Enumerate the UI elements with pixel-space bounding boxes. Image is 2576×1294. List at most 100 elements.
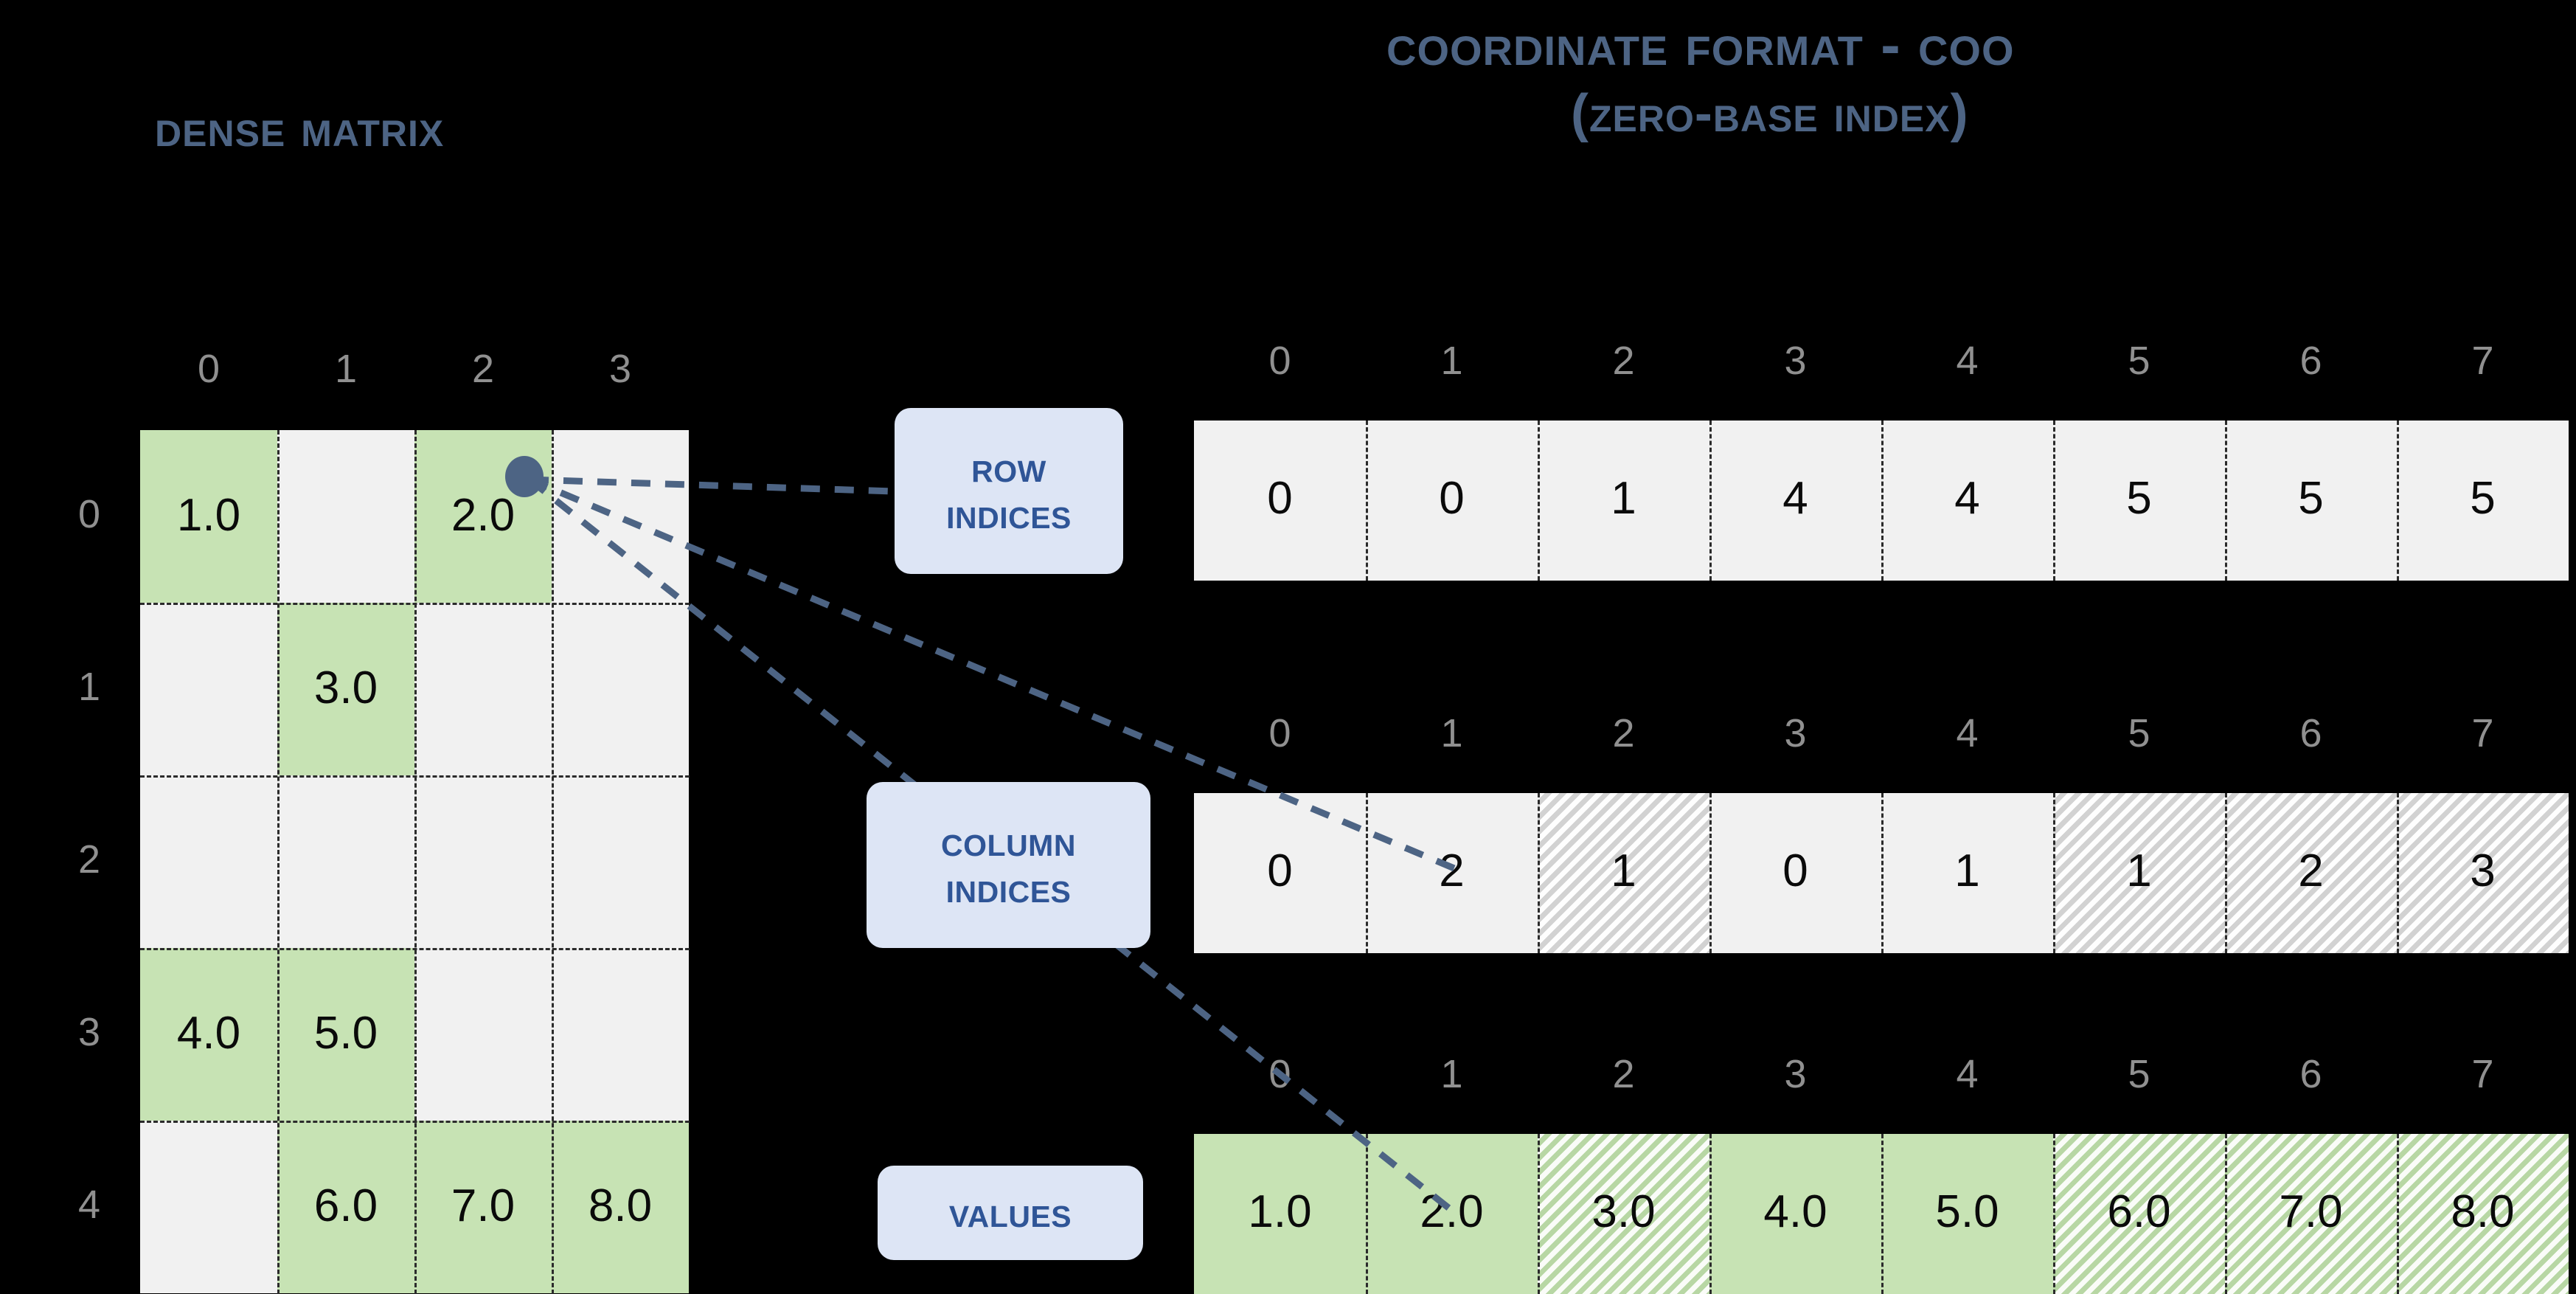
column-index-cell-7: 3 <box>2397 793 2569 953</box>
matrix-cell-r2-c3 <box>552 775 689 948</box>
column-index-cell-text: 0 <box>1782 845 1808 896</box>
column-index-header-1: 1 <box>1440 711 1463 755</box>
values-label[interactable]: Values <box>878 1166 1143 1260</box>
column-index-cell-text: 1 <box>2126 845 2152 896</box>
value-cell-text: 5.0 <box>1935 1186 1999 1237</box>
row-index-gridline-2 <box>1538 421 1540 581</box>
value-gridline-7 <box>2397 1134 2399 1294</box>
value-header-6: 6 <box>2299 1052 2322 1096</box>
value-cell-7: 8.0 <box>2397 1134 2569 1294</box>
value-header-2: 2 <box>1612 1052 1635 1096</box>
column-index-cell-text: 3 <box>2470 845 2496 896</box>
column-index-header-5: 5 <box>2128 711 2150 755</box>
row-index-cell-text: 1 <box>1611 473 1636 524</box>
column-index-gridline-7 <box>2397 793 2399 953</box>
row-indices-label-line1: Row <box>971 443 1046 491</box>
column-index-header-2: 2 <box>1612 711 1635 755</box>
row-index-cell-2: 1 <box>1538 421 1709 581</box>
row-index-gridline-3 <box>1709 421 1712 581</box>
column-index-cell-2: 1 <box>1538 793 1709 953</box>
value-header-4: 4 <box>1956 1052 1979 1096</box>
row-index-header-2: 2 <box>1612 339 1635 383</box>
values-label-text: Values <box>948 1188 1072 1236</box>
column-index-cell-text: 2 <box>1439 845 1465 896</box>
row-index-cell-text: 5 <box>2126 473 2152 524</box>
column-index-gridline-6 <box>2225 793 2227 953</box>
column-index-cell-text: 0 <box>1267 845 1293 896</box>
value-cell-text: 7.0 <box>2279 1186 2343 1237</box>
matrix-row-header-1: 1 <box>77 665 101 709</box>
row-index-header-4: 4 <box>1956 339 1979 383</box>
value-cell-text: 6.0 <box>2107 1186 2171 1237</box>
row-indices-label[interactable]: Row Indices <box>895 408 1123 574</box>
matrix-column-header-1: 1 <box>334 347 358 391</box>
column-index-header-0: 0 <box>1268 711 1291 755</box>
row-index-cell-text: 4 <box>1954 473 1980 524</box>
matrix-cell-r4-c2: 7.0 <box>414 1121 552 1293</box>
row-index-header-0: 0 <box>1268 339 1291 383</box>
row-index-cell-text: 0 <box>1439 473 1465 524</box>
column-index-gridline-3 <box>1709 793 1712 953</box>
value-header-5: 5 <box>2128 1052 2150 1096</box>
matrix-cell-r3-c2 <box>414 948 552 1121</box>
value-cell-2: 3.0 <box>1538 1134 1709 1294</box>
row-index-cell-text: 0 <box>1267 473 1293 524</box>
value-cell-0: 1.0 <box>1194 1134 1366 1294</box>
value-cell-text: 4.0 <box>1763 1186 1827 1237</box>
matrix-cell-r4-c1: 6.0 <box>277 1121 414 1293</box>
dense-matrix-title: Dense Matrix <box>155 99 445 158</box>
column-index-cell-6: 2 <box>2225 793 2397 953</box>
matrix-cell-r2-c1 <box>277 775 414 948</box>
matrix-row-header-4: 4 <box>77 1183 101 1227</box>
matrix-cell-r1-c1: 3.0 <box>277 603 414 775</box>
row-index-header-5: 5 <box>2128 339 2150 383</box>
column-index-cell-text: 2 <box>2298 845 2324 896</box>
row-indices-label-line2: Indices <box>946 489 1072 538</box>
value-cell-5: 6.0 <box>2053 1134 2225 1294</box>
matrix-cell-r2-c0 <box>140 775 277 948</box>
row-index-cell-3: 4 <box>1709 421 1881 581</box>
row-index-gridline-5 <box>2053 421 2055 581</box>
value-gridline-2 <box>1538 1134 1540 1294</box>
matrix-cell-r1-c0 <box>140 603 277 775</box>
matrix-cell-r0-c1 <box>277 430 414 603</box>
value-cell-4: 5.0 <box>1881 1134 2053 1294</box>
matrix-row-header-2: 2 <box>77 837 101 882</box>
matrix-cell-value: 3.0 <box>313 662 378 713</box>
value-gridline-1 <box>1366 1134 1368 1294</box>
column-index-cell-3: 0 <box>1709 793 1881 953</box>
value-cell-text: 3.0 <box>1591 1186 1656 1237</box>
matrix-cell-r0-c0: 1.0 <box>140 430 277 603</box>
matrix-cell-r3-c1: 5.0 <box>277 948 414 1121</box>
column-index-cell-text: 1 <box>1954 845 1980 896</box>
matrix-column-header-2: 2 <box>471 347 495 391</box>
column-index-header-7: 7 <box>2471 711 2494 755</box>
matrix-cell-value: 7.0 <box>451 1180 515 1231</box>
value-header-7: 7 <box>2471 1052 2494 1096</box>
column-index-cell-4: 1 <box>1881 793 2053 953</box>
matrix-row-header-3: 3 <box>77 1010 101 1054</box>
value-header-3: 3 <box>1784 1052 1807 1096</box>
column-index-gridline-5 <box>2053 793 2055 953</box>
coo-title: Coordinate Format - COO <box>1386 12 2015 77</box>
matrix-cell-value: 2.0 <box>451 489 515 541</box>
matrix-gridline-horizontal-2 <box>140 775 690 778</box>
column-index-cell-1: 2 <box>1366 793 1538 953</box>
column-index-header-3: 3 <box>1784 711 1807 755</box>
matrix-cell-value: 5.0 <box>313 1007 378 1059</box>
matrix-cell-r0-c2: 2.0 <box>414 430 552 603</box>
value-gridline-5 <box>2053 1134 2055 1294</box>
row-index-gridline-4 <box>1881 421 1884 581</box>
matrix-cell-r2-c2 <box>414 775 552 948</box>
matrix-gridline-vertical-2 <box>414 430 417 1294</box>
row-index-gridline-6 <box>2225 421 2227 581</box>
value-header-0: 0 <box>1268 1052 1291 1096</box>
row-index-cell-text: 5 <box>2470 473 2496 524</box>
column-indices-label-line2: Indices <box>945 863 1072 912</box>
matrix-cell-r4-c3: 8.0 <box>552 1121 689 1293</box>
column-index-header-4: 4 <box>1956 711 1979 755</box>
row-index-cell-text: 5 <box>2298 473 2324 524</box>
column-indices-label[interactable]: Column Indices <box>867 782 1150 948</box>
row-index-cell-0: 0 <box>1194 421 1366 581</box>
anchor-dot-icon <box>505 456 544 497</box>
